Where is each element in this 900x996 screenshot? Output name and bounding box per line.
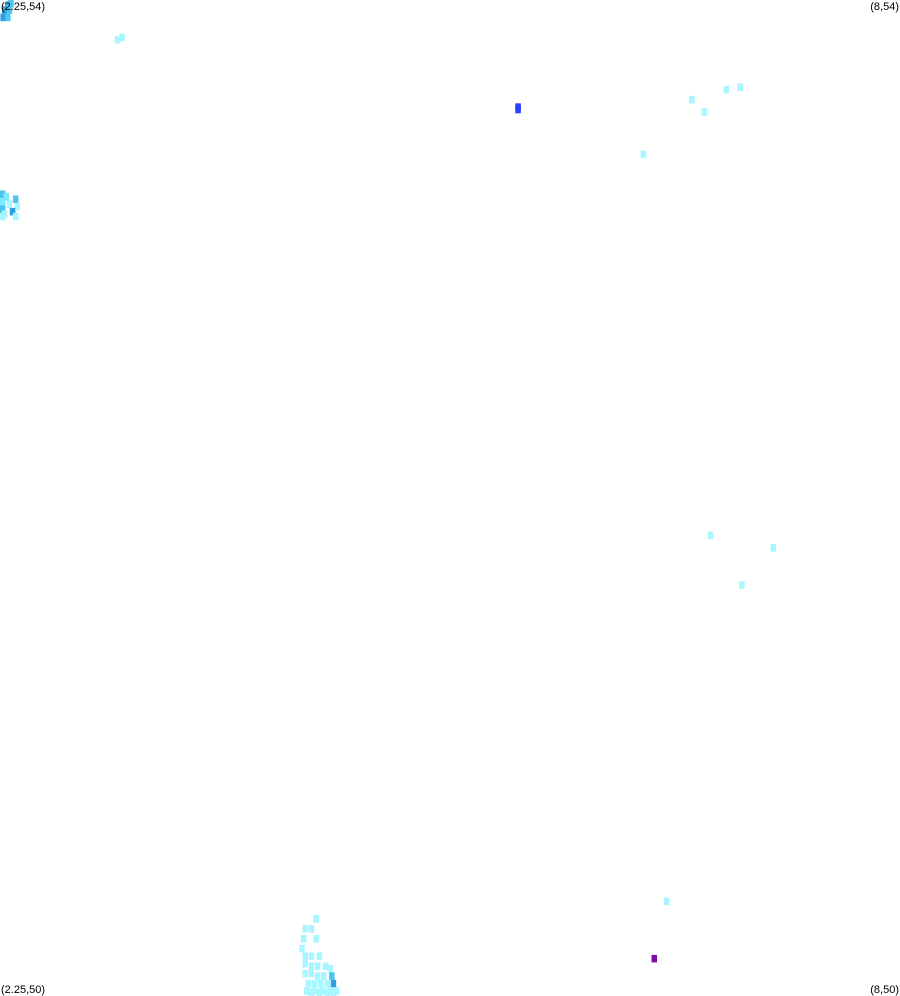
heatmap-cell	[316, 952, 323, 960]
heatmap-cell	[330, 988, 337, 996]
heatmap-cell	[6, 6, 13, 14]
heatmap-cell	[302, 959, 308, 968]
heatmap-cell	[302, 952, 308, 960]
heatmap-cell	[0, 190, 6, 198]
heatmap-cell	[9, 207, 16, 216]
heatmap-cell	[319, 987, 326, 995]
heatmap-cell	[308, 925, 315, 933]
heatmap-cell	[3, 193, 9, 201]
heatmap-cell	[305, 979, 312, 988]
heatmap-cell	[304, 987, 310, 995]
heatmap-cell	[327, 964, 333, 973]
corner-label-bottom-left: (2.25,50)	[1, 984, 46, 996]
heatmap-cell	[313, 915, 319, 923]
heatmap-cell	[0, 212, 6, 221]
heatmap-cell	[0, 198, 6, 206]
heatmap-cell	[14, 202, 20, 211]
heatmap-cell	[315, 972, 321, 980]
heatmap-cell	[739, 581, 745, 589]
heatmap-cell	[329, 972, 335, 980]
heatmap-cell	[300, 935, 307, 943]
heatmap-cell	[322, 962, 329, 970]
heatmap-cell	[723, 85, 729, 94]
heatmap-cell	[701, 108, 708, 116]
heatmap-cell	[114, 36, 121, 44]
heatmap-cell	[664, 897, 670, 906]
heatmap-cell	[5, 13, 11, 22]
heatmap-cell	[308, 988, 315, 996]
corner-label-bottom-right: (8,50)	[870, 984, 899, 996]
heatmap-cell	[6, 200, 13, 208]
heatmap-cell	[333, 987, 340, 995]
heatmap-cell	[311, 987, 318, 995]
heatmap-cell	[5, 1, 11, 9]
heatmap-cell	[770, 544, 776, 552]
heatmap-cell	[640, 150, 647, 159]
heatmap-cell	[330, 979, 337, 988]
heatmap-cell	[313, 935, 319, 943]
heatmap-cell	[318, 979, 324, 988]
heatmap-cell	[0, 205, 6, 213]
heatmap-cell	[302, 925, 308, 933]
heatmap-cell	[707, 531, 714, 540]
heatmap-cell	[651, 954, 657, 963]
heatmap-cell	[324, 988, 330, 996]
heatmap-cell	[12, 212, 19, 221]
heatmap-cell	[737, 83, 744, 91]
heatmap-cell	[321, 972, 327, 980]
heatmap-cell	[311, 979, 318, 988]
heatmap-cell	[12, 195, 19, 203]
heatmap-cell	[689, 95, 695, 104]
heatmap-cell	[308, 952, 315, 960]
heatmap-cell	[0, 13, 6, 22]
heatmap-cell	[2, 6, 8, 14]
corner-label-top-left: (2.25,54)	[1, 1, 46, 13]
heatmap-cell	[327, 987, 333, 995]
heatmap-cell	[8, 0, 14, 8]
heatmap-cell	[315, 962, 321, 970]
heatmap-cell	[299, 945, 305, 953]
heatmap-cell	[515, 105, 521, 114]
heatmap-cell	[308, 962, 315, 970]
heatmap-cell	[119, 33, 125, 42]
heatmap-cell	[302, 969, 308, 978]
corner-label-top-right: (8,54)	[870, 1, 899, 13]
heatmap-cell	[308, 969, 315, 978]
heatmap-cell	[324, 979, 330, 988]
heatmap-cell	[316, 988, 323, 996]
